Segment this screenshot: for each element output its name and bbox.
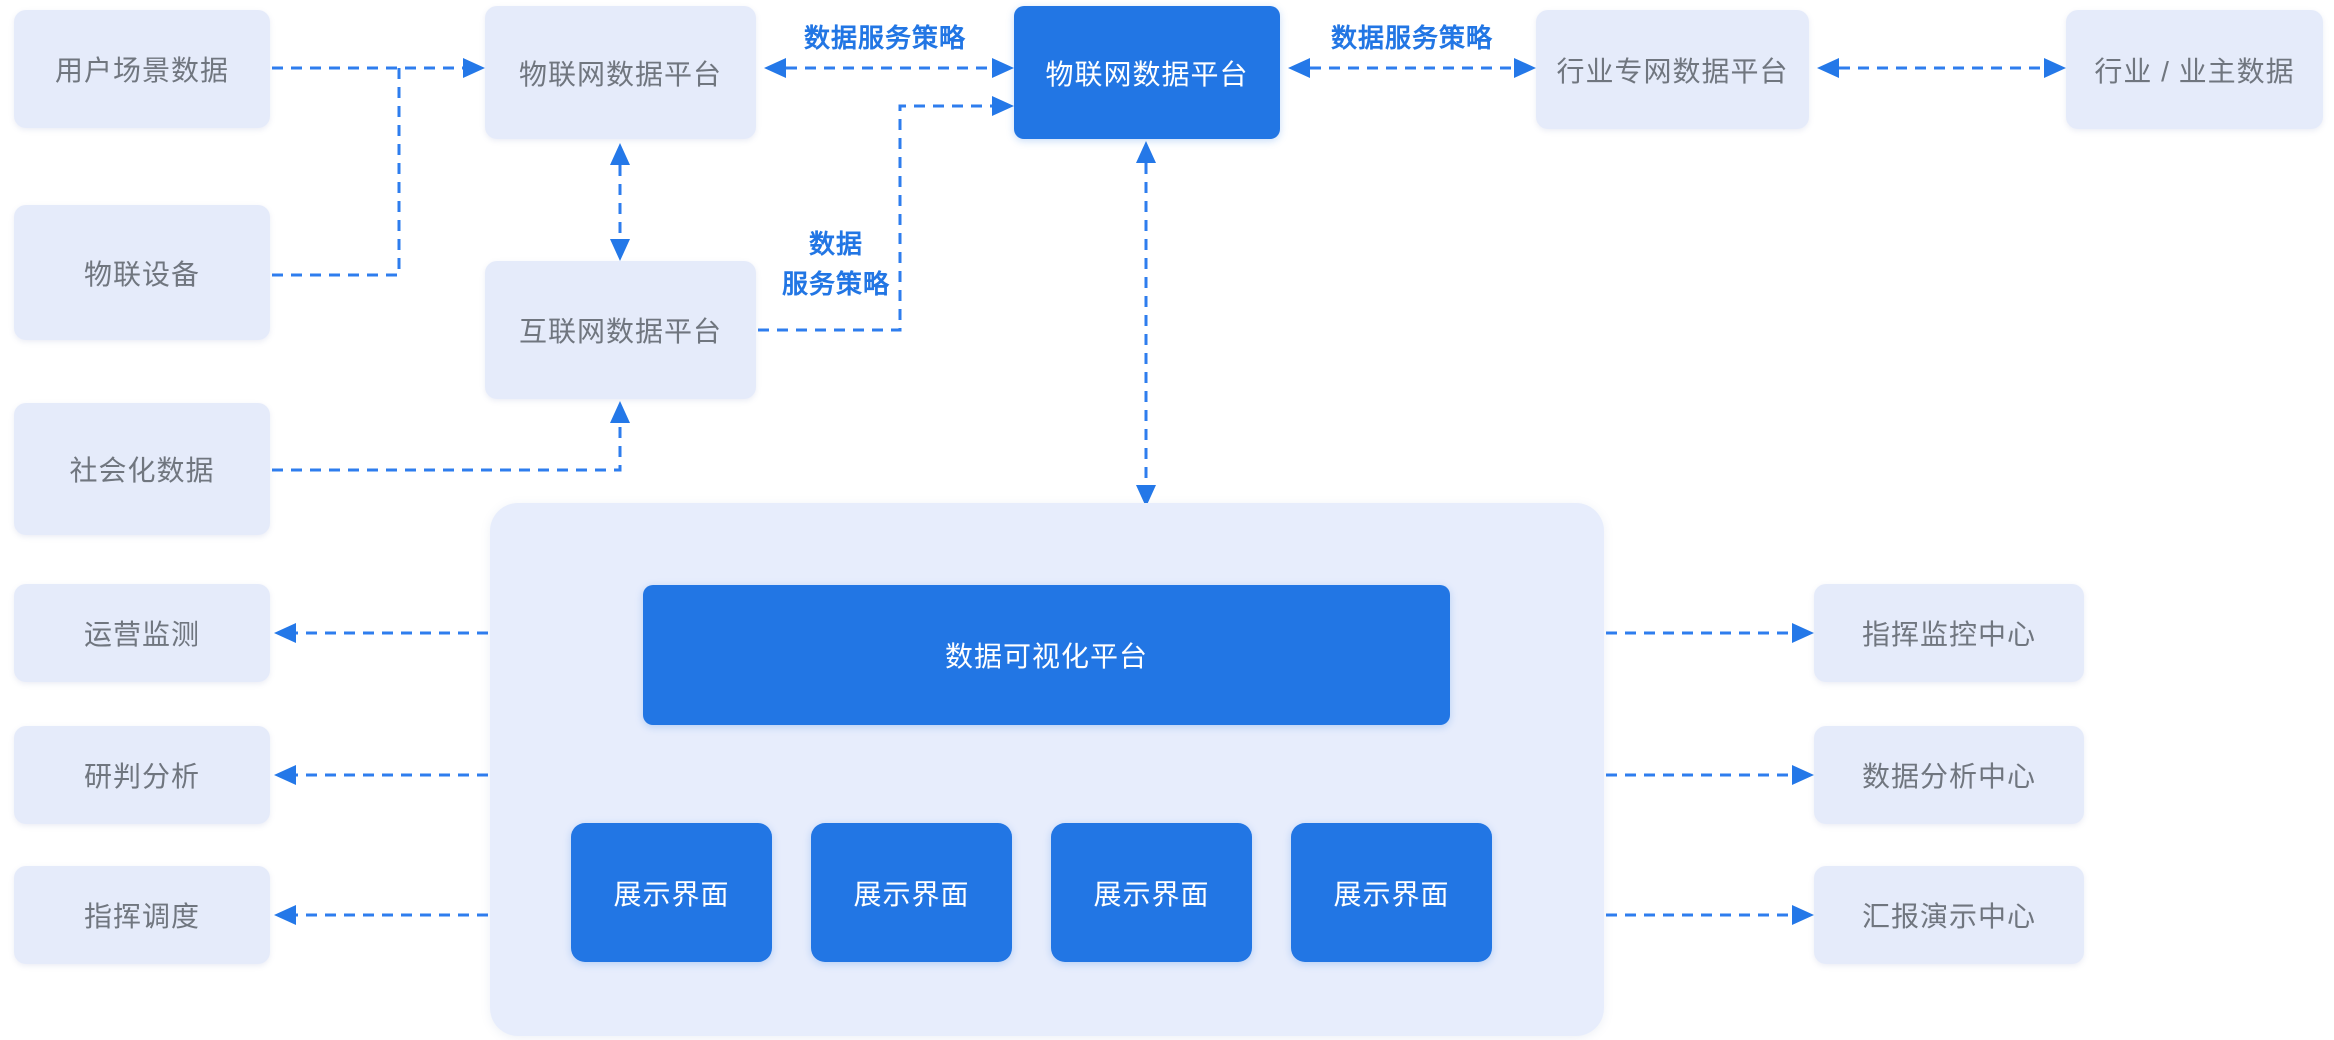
label-data-service-strategy-left: 数据服务策略 — [803, 23, 966, 53]
node-iot-devices: 物联设备 — [14, 205, 270, 340]
node-display-screen-3: 展示界面 — [1051, 823, 1252, 962]
node-command-monitoring-center: 指挥监控中心 — [1814, 584, 2084, 682]
node-command-dispatch: 指挥调度 — [14, 866, 270, 964]
node-research-analysis: 研判分析 — [14, 726, 270, 824]
node-display-screen-1: 展示界面 — [571, 823, 772, 962]
node-display-screen-2: 展示界面 — [811, 823, 1012, 962]
label-data-service-strategy-right: 数据服务策略 — [1330, 23, 1493, 53]
label-line-2: 服务策略 — [781, 269, 890, 299]
node-iot-data-platform-hub: 物联网数据平台 — [1014, 6, 1280, 139]
node-data-visualization-platform: 数据可视化平台 — [643, 585, 1450, 725]
node-display-screen-4: 展示界面 — [1291, 823, 1492, 962]
node-industry-owner-data: 行业 / 业主数据 — [2066, 10, 2323, 129]
node-user-scene-data: 用户场景数据 — [14, 10, 270, 128]
node-social-data: 社会化数据 — [14, 403, 270, 535]
node-report-presentation-center: 汇报演示中心 — [1814, 866, 2084, 964]
node-data-analysis-center: 数据分析中心 — [1814, 726, 2084, 824]
label-line-1: 数据 — [808, 229, 863, 259]
node-industry-private-network-platform: 行业专网数据平台 — [1536, 10, 1809, 129]
node-iot-data-platform: 物联网数据平台 — [485, 6, 756, 139]
node-operation-monitoring: 运营监测 — [14, 584, 270, 682]
node-internet-data-platform: 互联网数据平台 — [485, 261, 756, 399]
arrow-social-to-internet — [272, 401, 630, 472]
label-data-service-strategy-internet: 数据 服务策略 — [766, 224, 906, 304]
